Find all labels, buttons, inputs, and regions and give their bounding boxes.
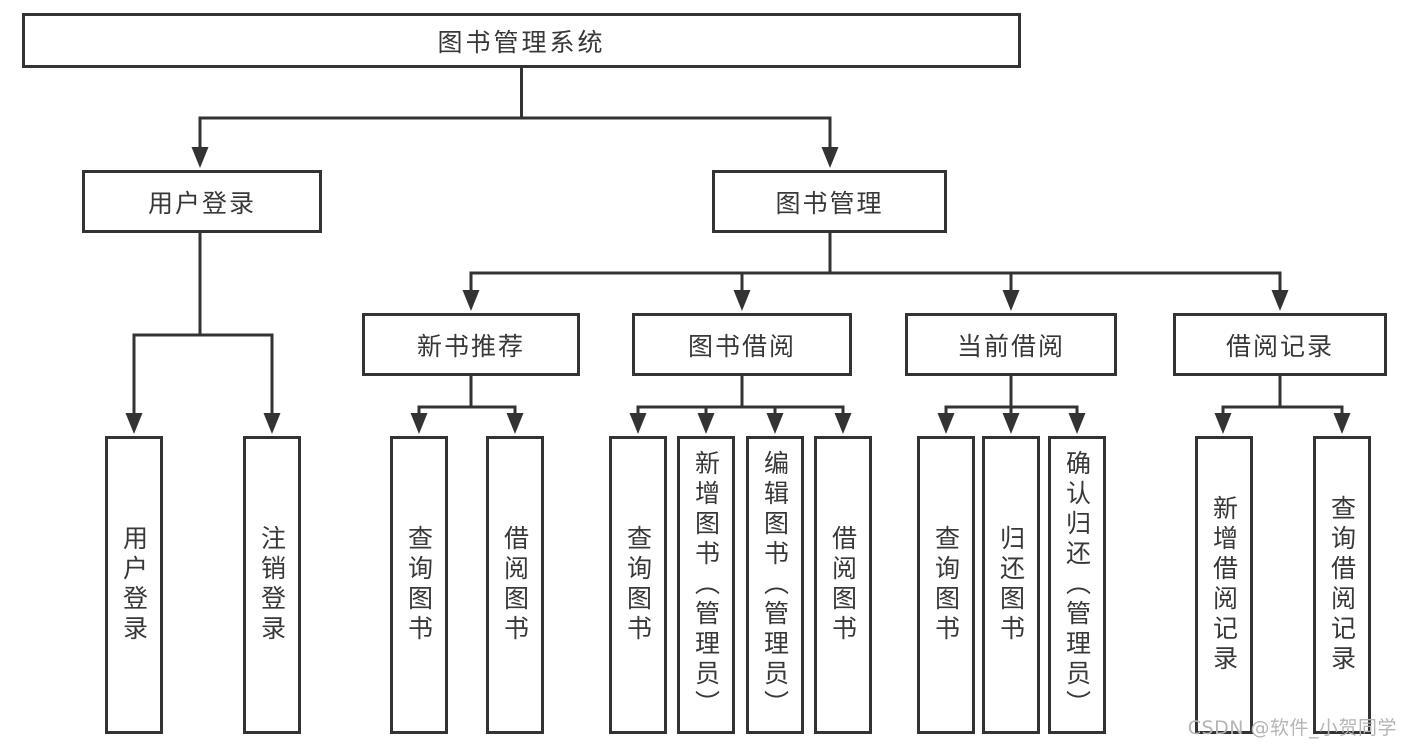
node-book-borrow: 图书借阅 — [632, 313, 852, 376]
leaf-query-borrow-record-label: 查询借阅记录 — [1327, 495, 1357, 675]
leaf-query-books-recommend: 查询图书 — [390, 436, 448, 734]
leaf-return-book: 归还图书 — [982, 436, 1040, 734]
node-book-management-branch: 图书管理 — [712, 170, 947, 233]
leaf-add-borrow-record-label: 新增借阅记录 — [1209, 495, 1239, 675]
leaf-confirm-return-admin: 确认归还（管理员） — [1048, 436, 1106, 734]
leaf-confirm-return-admin-label: 确认归还（管理员） — [1062, 450, 1092, 720]
node-user-login-branch: 用户登录 — [82, 170, 322, 233]
leaf-borrow-books-recommend-label: 借阅图书 — [500, 525, 530, 645]
leaf-return-book-label: 归还图书 — [996, 525, 1026, 645]
node-current-borrow: 当前借阅 — [905, 313, 1117, 376]
leaf-edit-book-admin: 编辑图书（管理员） — [746, 436, 804, 734]
leaf-user-login-label: 用户登录 — [119, 525, 149, 645]
leaf-borrow-books-recommend: 借阅图书 — [486, 436, 544, 734]
leaf-add-borrow-record: 新增借阅记录 — [1195, 436, 1253, 734]
leaf-query-borrow-record: 查询借阅记录 — [1313, 436, 1371, 734]
leaf-query-books-current: 查询图书 — [917, 436, 975, 734]
node-new-book-recommend: 新书推荐 — [362, 313, 580, 376]
watermark: CSDN @软件_小贺同学 — [1187, 717, 1397, 739]
leaf-user-login: 用户登录 — [105, 436, 163, 734]
node-root-system: 图书管理系统 — [22, 13, 1021, 68]
leaf-query-books-recommend-label: 查询图书 — [404, 525, 434, 645]
leaf-edit-book-admin-label: 编辑图书（管理员） — [760, 450, 790, 720]
leaf-borrow-books-label: 借阅图书 — [828, 525, 858, 645]
leaf-query-books-borrow-label: 查询图书 — [623, 525, 653, 645]
leaf-query-books-borrow: 查询图书 — [609, 436, 667, 734]
leaf-borrow-books: 借阅图书 — [814, 436, 872, 734]
leaf-add-book-admin: 新增图书（管理员） — [677, 436, 735, 734]
leaf-add-book-admin-label: 新增图书（管理员） — [691, 450, 721, 720]
leaf-logout: 注销登录 — [243, 436, 301, 734]
leaf-query-books-current-label: 查询图书 — [931, 525, 961, 645]
leaf-logout-label: 注销登录 — [257, 525, 287, 645]
node-borrow-records: 借阅记录 — [1173, 313, 1387, 376]
